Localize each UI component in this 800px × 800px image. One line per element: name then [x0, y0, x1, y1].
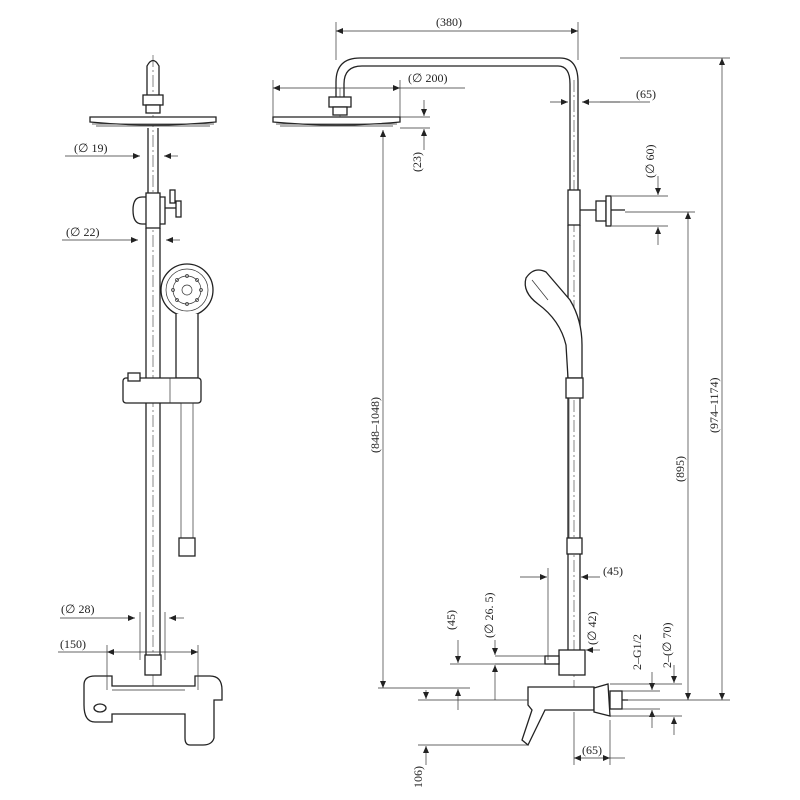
side-bracket-sleeve — [567, 189, 581, 226]
front-view — [83, 55, 223, 746]
bracket-screw — [169, 189, 176, 204]
dim-bracket-dia: (∅ 60) — [643, 145, 657, 178]
side-hand-shower-face — [531, 279, 549, 301]
side-inlet — [609, 690, 623, 710]
side-hose — [568, 397, 581, 539]
dim-bottom-106: 106) — [411, 766, 425, 788]
side-hose-nut — [566, 537, 583, 555]
dim-head-dia: (∅ 200) — [408, 71, 447, 85]
top-finial — [146, 59, 160, 95]
dim-body-dia: (∅ 28) — [61, 602, 94, 616]
side-hand-shower — [524, 269, 583, 379]
side-mixer-body — [521, 686, 595, 747]
slide-holder — [122, 377, 202, 404]
side-view — [272, 57, 628, 747]
dim-bracket-height: (895) — [673, 456, 687, 482]
dim-dia-26-5: (∅ 26. 5) — [482, 593, 496, 638]
dim-pipe-lower: (∅ 22) — [66, 225, 99, 239]
rain-head-front — [89, 116, 217, 126]
hand-shower-head — [160, 263, 214, 317]
dim-valve-offset: (45) — [603, 564, 623, 578]
shower-arm-outer — [335, 57, 579, 190]
side-wall-plate — [605, 195, 612, 227]
side-dimensions: (380) (∅ 200) (65) (23) (∅ 60) (848–1048… — [272, 15, 730, 788]
dim-bottom-65: (65) — [582, 743, 602, 757]
front-dimensions: (∅ 19) (∅ 22) (∅ 28) (150) — [58, 141, 199, 690]
mixer-riser — [144, 654, 162, 676]
dim-head-thickness: (23) — [410, 152, 424, 172]
side-diverter — [544, 655, 560, 665]
bracket-plate — [175, 200, 182, 218]
hand-shower-handle — [175, 314, 199, 379]
slide-knob — [127, 372, 141, 382]
hand-shower-center — [181, 284, 193, 296]
rain-head-side — [272, 116, 401, 126]
shower-arm-inner — [343, 65, 571, 190]
hand-shower-nozzles — [171, 274, 203, 306]
side-mixer-riser — [558, 649, 586, 676]
dim-pipe-upper: (∅ 19) — [74, 141, 107, 155]
head-nut — [142, 94, 164, 106]
dim-left-45: (45) — [444, 610, 458, 630]
hand-shower-ring — [165, 268, 209, 312]
side-head-connector — [332, 106, 348, 116]
mixer-body-front — [83, 675, 223, 746]
bracket-sleeve — [145, 192, 161, 229]
shower-hose — [180, 402, 194, 539]
dim-total-height: (974–1174) — [707, 377, 721, 433]
dim-arm-reach: (380) — [436, 15, 462, 29]
side-slide-holder — [565, 377, 584, 399]
dim-center-distance: (150) — [60, 637, 86, 651]
dim-head-height: (848–1048) — [368, 397, 382, 453]
diverter-knob — [93, 703, 107, 713]
side-head-nut — [328, 96, 352, 108]
dim-escutcheon-dia: 2–(∅ 70) — [660, 623, 674, 668]
hand-shower-inner — [172, 275, 202, 305]
head-connector — [145, 104, 161, 114]
dim-dia-42: (∅ 42) — [585, 612, 599, 645]
side-bracket-nut — [595, 200, 607, 222]
side-escutcheon — [593, 683, 611, 717]
dim-offset-top: (65) — [636, 87, 656, 101]
dim-thread: 2–G1/2 — [630, 634, 644, 670]
hose-nut — [178, 537, 196, 557]
